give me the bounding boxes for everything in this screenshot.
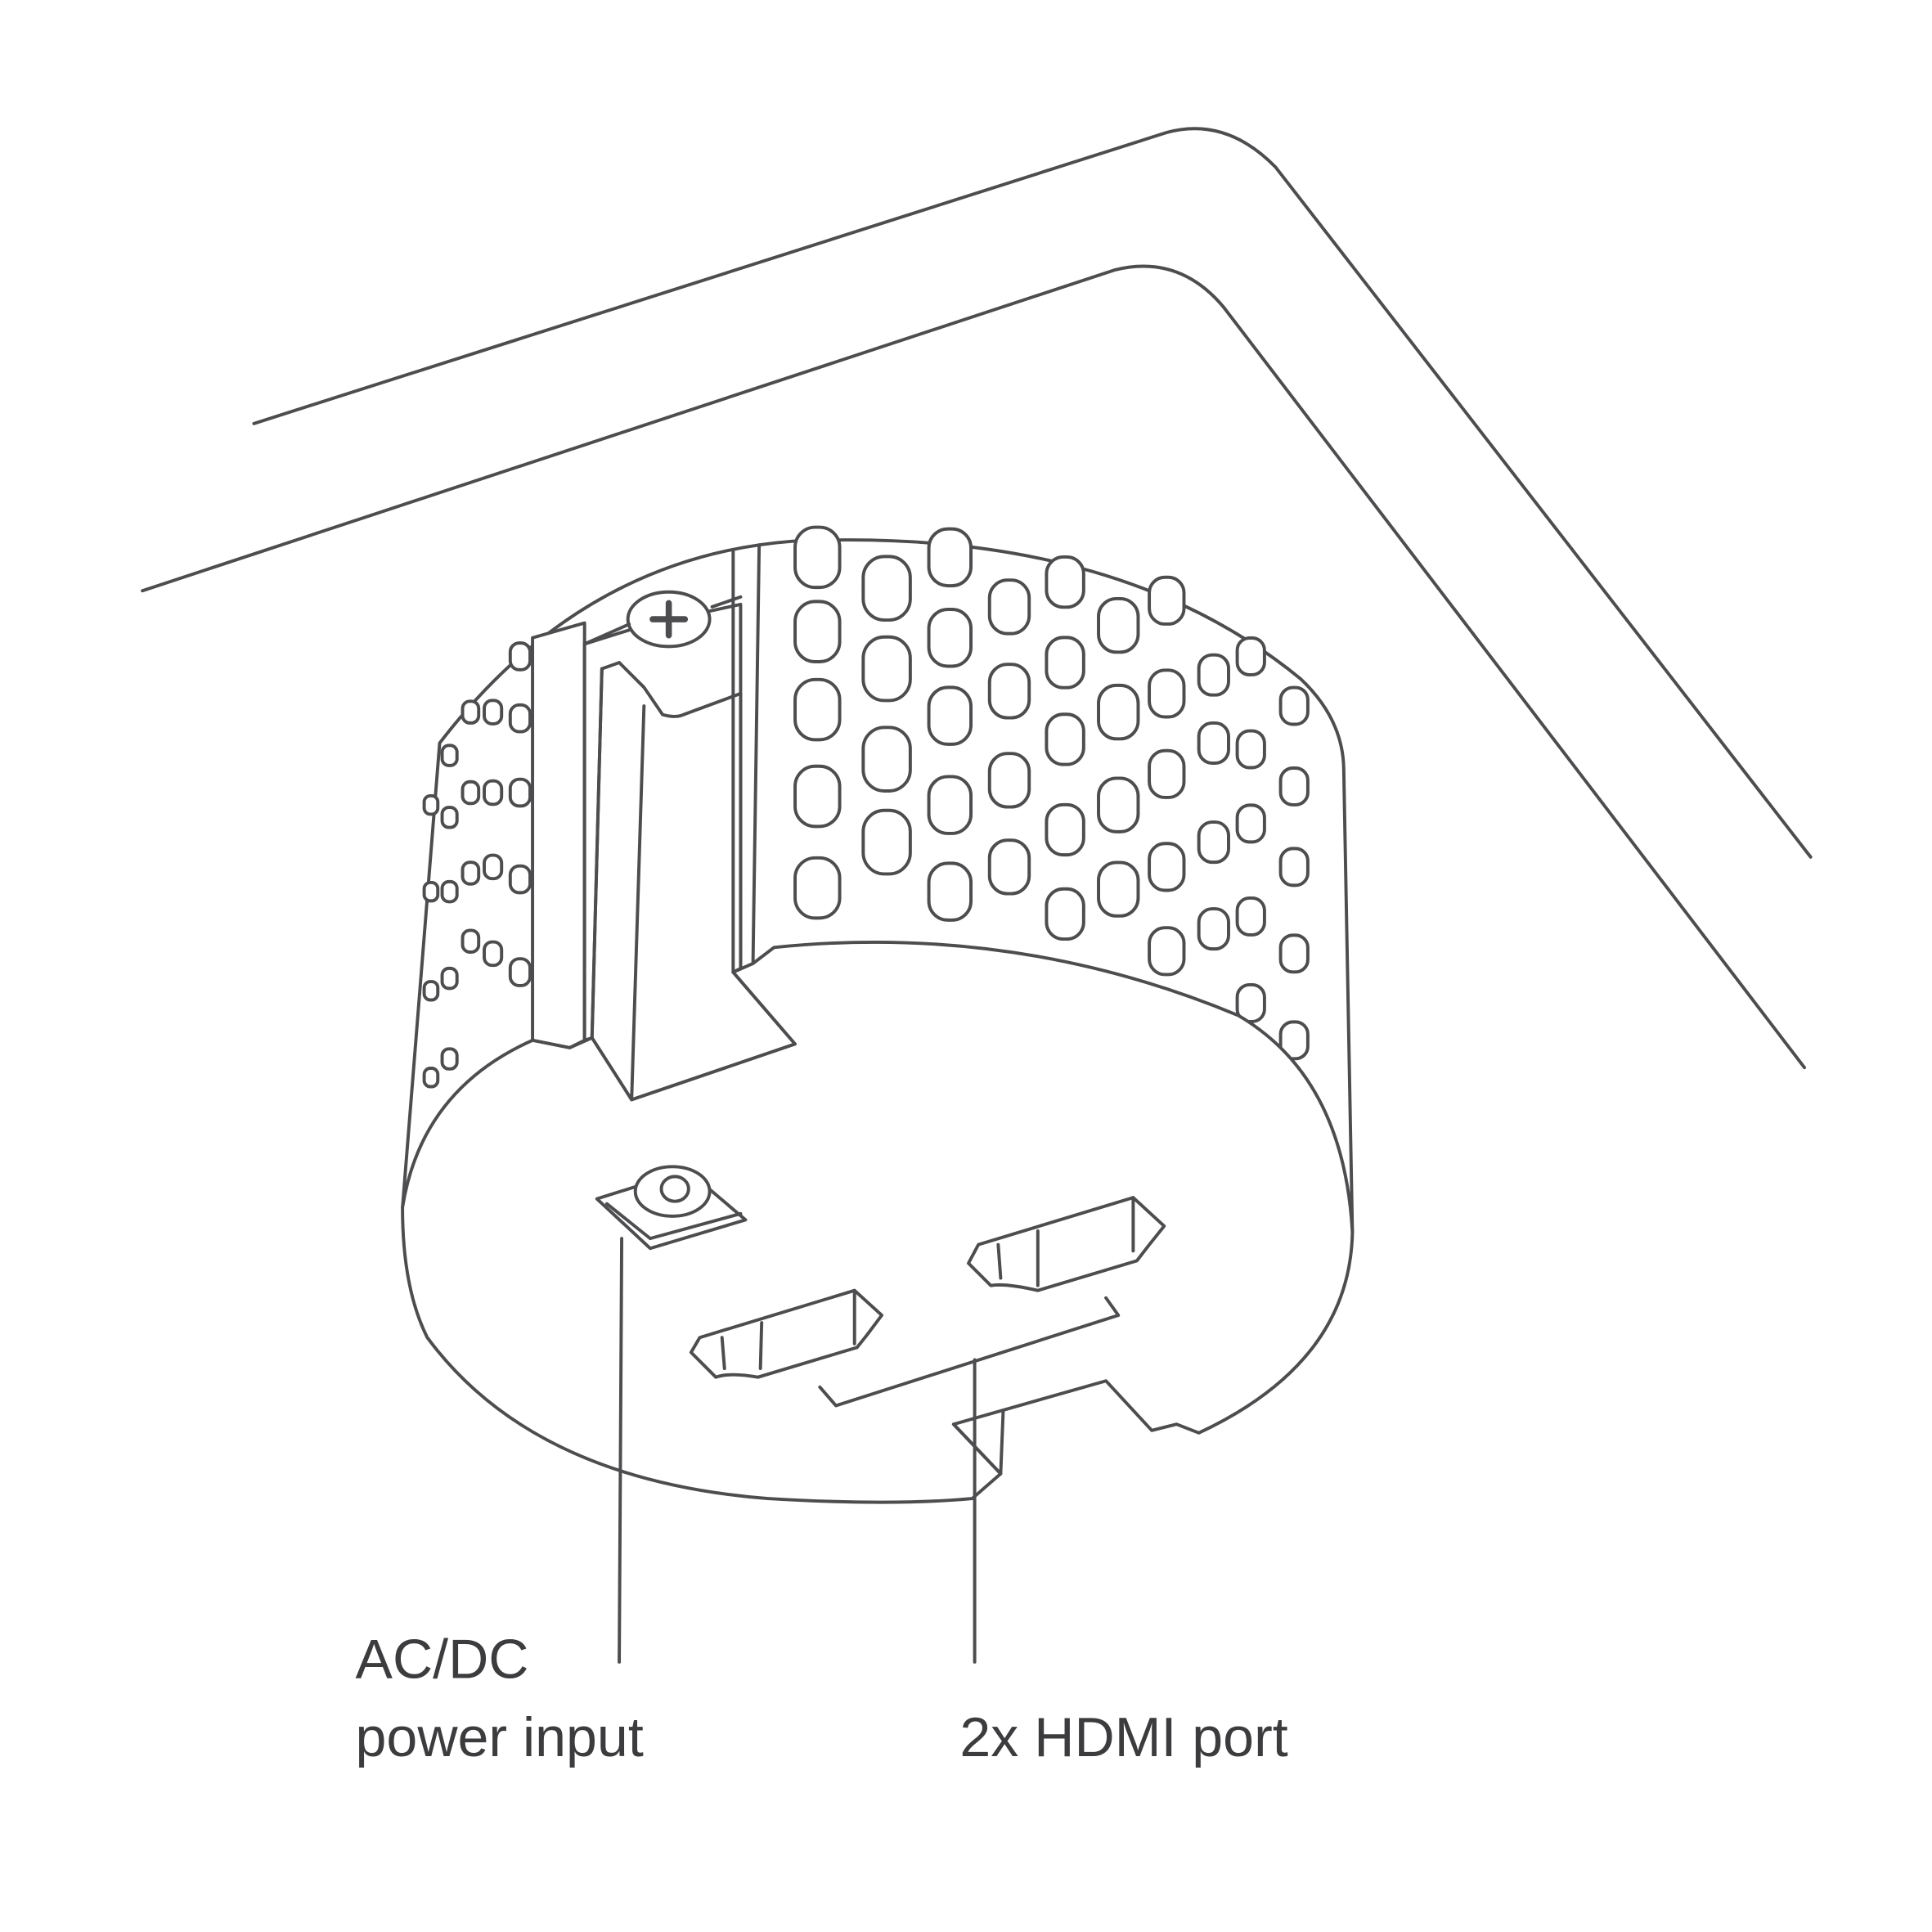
bracket-edge — [590, 667, 646, 1102]
ceiling-plate-outer-edge — [252, 127, 1813, 859]
vent-hole — [793, 764, 842, 829]
device-bottom-face — [401, 940, 1355, 1504]
vent-hole — [1278, 847, 1310, 887]
vent-hole — [1045, 887, 1085, 941]
power-input-label-line2: power input — [356, 1706, 644, 1768]
vent-hole — [927, 861, 973, 922]
bottom-notch — [951, 1410, 1005, 1476]
vent-hole — [508, 641, 532, 672]
vent-hole — [508, 864, 532, 895]
vent-hole — [793, 677, 842, 742]
vent-hole — [1278, 766, 1310, 806]
vent-hole — [1148, 575, 1186, 626]
vent-hole — [927, 527, 973, 588]
vent-hole — [508, 777, 532, 808]
vent-hole — [1148, 926, 1186, 977]
vent-hole — [1197, 907, 1230, 951]
vent-hole — [1235, 896, 1266, 937]
vent-hole — [987, 752, 1031, 809]
vent-hole — [861, 726, 912, 793]
vent-hole — [1097, 683, 1140, 741]
vent-hole — [987, 578, 1031, 636]
slot-edge — [731, 543, 762, 974]
vent-hole — [1097, 860, 1140, 918]
power-input-label-line1: AC/DC — [356, 1629, 529, 1691]
vent-hole — [461, 928, 481, 954]
vent-hole — [987, 838, 1031, 896]
vent-hole — [440, 744, 459, 767]
hdmi-leader-bracket — [818, 1296, 1121, 1664]
vent-hole — [1235, 803, 1266, 844]
vent-hole — [1278, 933, 1310, 974]
vent-hole — [508, 703, 532, 734]
vent-hole — [1278, 1020, 1310, 1061]
device-body — [401, 525, 1355, 1504]
vent-hole — [422, 793, 440, 816]
vent-hole — [422, 880, 440, 903]
vent-hole — [440, 966, 459, 991]
vent-hole — [1148, 842, 1186, 892]
screw-tab — [582, 595, 743, 646]
hdmi-port-2 — [967, 1196, 1166, 1292]
vent-hole — [508, 957, 532, 987]
vent-hole — [1097, 776, 1140, 833]
vent-hole — [1045, 802, 1085, 857]
vent-hole — [483, 853, 504, 881]
vent-hole — [440, 879, 459, 904]
vent-hole — [1045, 712, 1085, 766]
vent-hole — [461, 780, 481, 806]
vent-hole — [987, 663, 1031, 720]
vent-hole — [1197, 820, 1230, 865]
power-input-leader-line — [618, 1237, 624, 1664]
mounting-slot — [531, 621, 586, 1049]
vent-hole — [483, 699, 504, 726]
vent-hole — [927, 608, 973, 668]
ceiling-plate-inner-edge — [141, 264, 1807, 1070]
vent-hole — [927, 685, 973, 746]
vent-hole — [1235, 636, 1266, 676]
vent-hole — [927, 775, 973, 835]
vent-hole — [440, 806, 459, 829]
vent-hole — [861, 808, 912, 876]
power-input-port — [595, 1165, 748, 1251]
vent-hole — [461, 860, 481, 886]
hdmi-port-1 — [689, 1288, 884, 1379]
vent-hole — [861, 555, 912, 622]
vent-hole — [483, 940, 504, 968]
vent-hole — [793, 600, 842, 663]
vent-hole — [793, 856, 842, 920]
vent-holes — [422, 525, 1310, 1089]
vent-hole — [1148, 748, 1186, 799]
vent-hole — [1197, 721, 1230, 765]
vent-hole — [461, 699, 481, 725]
vent-hole — [440, 1047, 459, 1071]
vent-hole — [422, 1067, 440, 1089]
vent-hole — [1097, 596, 1140, 654]
vent-hole — [483, 779, 504, 806]
vent-hole — [422, 980, 440, 1002]
vent-hole — [861, 635, 912, 703]
vent-hole — [1045, 636, 1085, 690]
vent-hole — [1148, 668, 1186, 719]
hdmi-port-label: 2x HDMI port — [959, 1706, 1287, 1768]
vent-hole — [1278, 685, 1310, 726]
vent-hole — [1045, 555, 1085, 609]
vent-hole — [1235, 729, 1266, 770]
vent-hole — [1197, 653, 1230, 697]
vent-hole — [793, 525, 842, 590]
screw-cross-icon — [649, 600, 689, 639]
